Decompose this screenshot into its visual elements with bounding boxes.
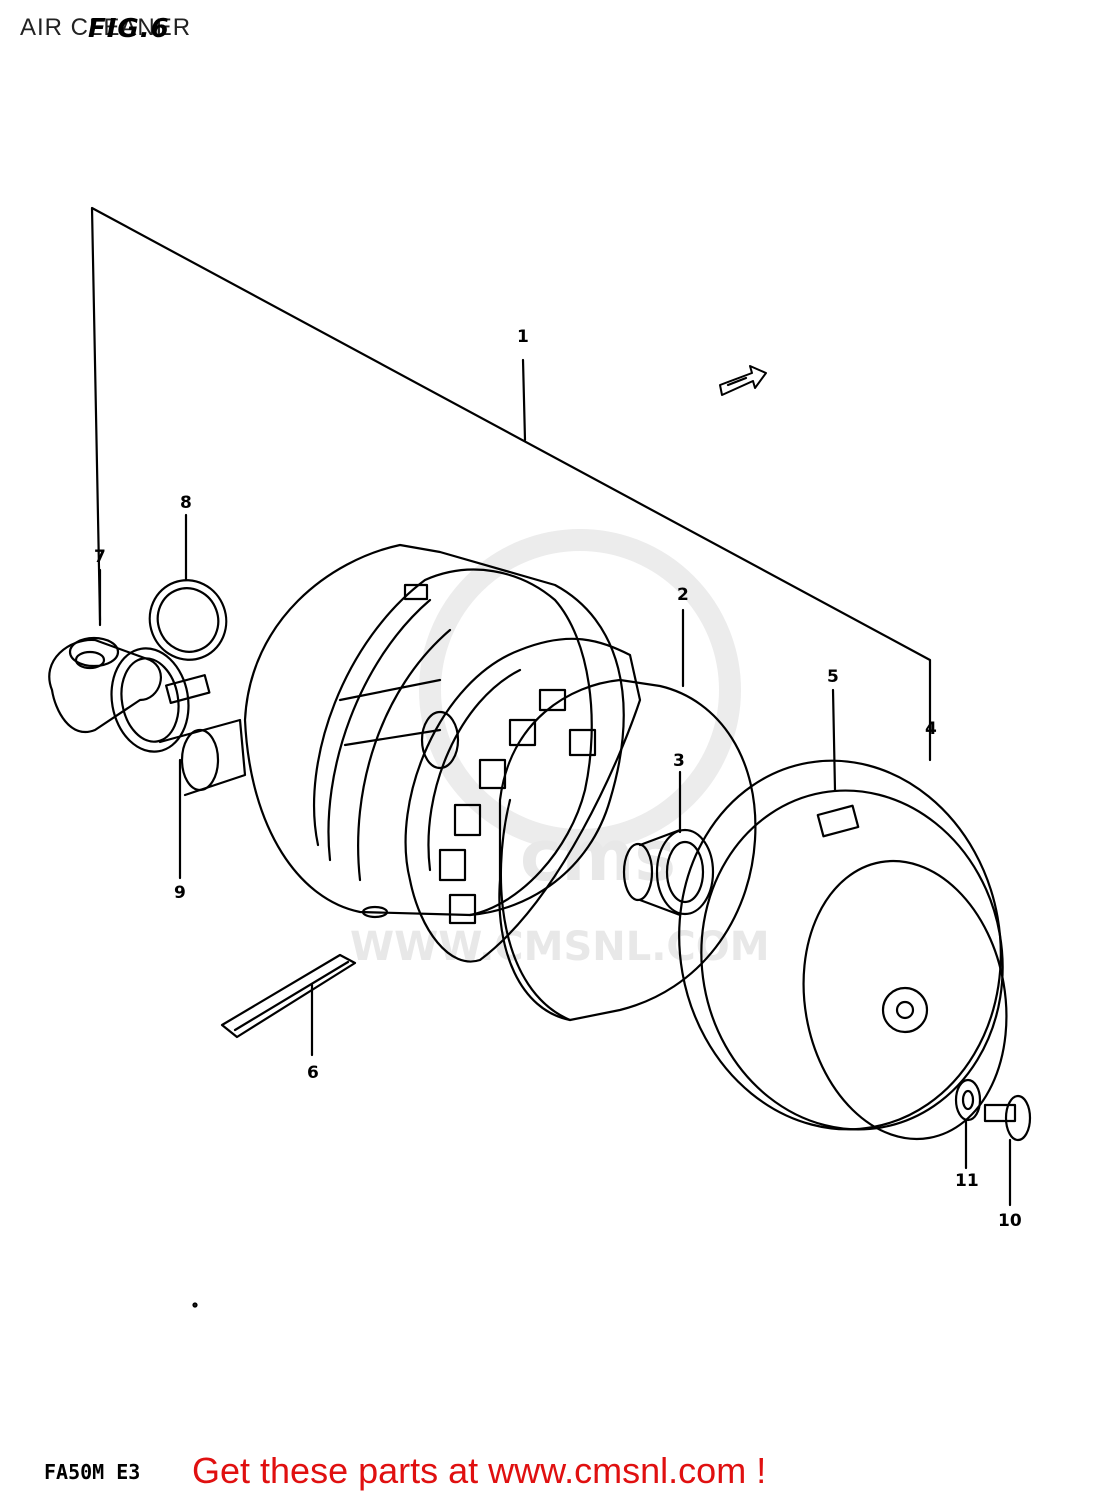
spacer-ring-part xyxy=(622,828,715,917)
air-cleaner-cover-part xyxy=(678,759,1008,1141)
leader-1 xyxy=(521,358,527,442)
front-arrow-icon xyxy=(719,365,767,396)
filter-element-part xyxy=(498,678,757,1022)
callout-2: 2 xyxy=(677,585,689,605)
clamp-part xyxy=(148,579,228,661)
leader-5 xyxy=(831,688,837,792)
figure-label: FIG.6 xyxy=(88,14,170,44)
watermark-logo-text: cms xyxy=(520,815,676,897)
callout-3: 3 xyxy=(673,751,685,771)
promo-link[interactable]: Get these parts at www.cmsnl.com ! xyxy=(192,1450,767,1491)
callout-5: 5 xyxy=(827,667,839,687)
watermark-url-text: WWW.CMSNL.COM xyxy=(350,924,770,970)
screw-part xyxy=(983,1094,1032,1142)
washer-part xyxy=(954,1078,982,1122)
callout-10: 10 xyxy=(998,1211,1022,1231)
callout-4: 4 xyxy=(925,719,937,739)
callout-9: 9 xyxy=(174,883,186,903)
model-code: FA50M E3 xyxy=(44,1460,141,1484)
callout-11: 11 xyxy=(955,1171,979,1191)
callout-8: 8 xyxy=(180,493,192,513)
callout-6: 6 xyxy=(307,1063,319,1083)
callout-7: 7 xyxy=(94,547,106,567)
page-title: AIR CLEANER xyxy=(20,14,192,41)
seal-strip-part xyxy=(220,953,357,1039)
assembly-bracket xyxy=(90,206,932,762)
element-holder-part xyxy=(404,637,642,963)
air-cleaner-case-part xyxy=(243,543,625,919)
intake-boot-part xyxy=(48,636,162,734)
callout-1: 1 xyxy=(517,327,529,347)
hose-clamp-part xyxy=(110,647,247,797)
